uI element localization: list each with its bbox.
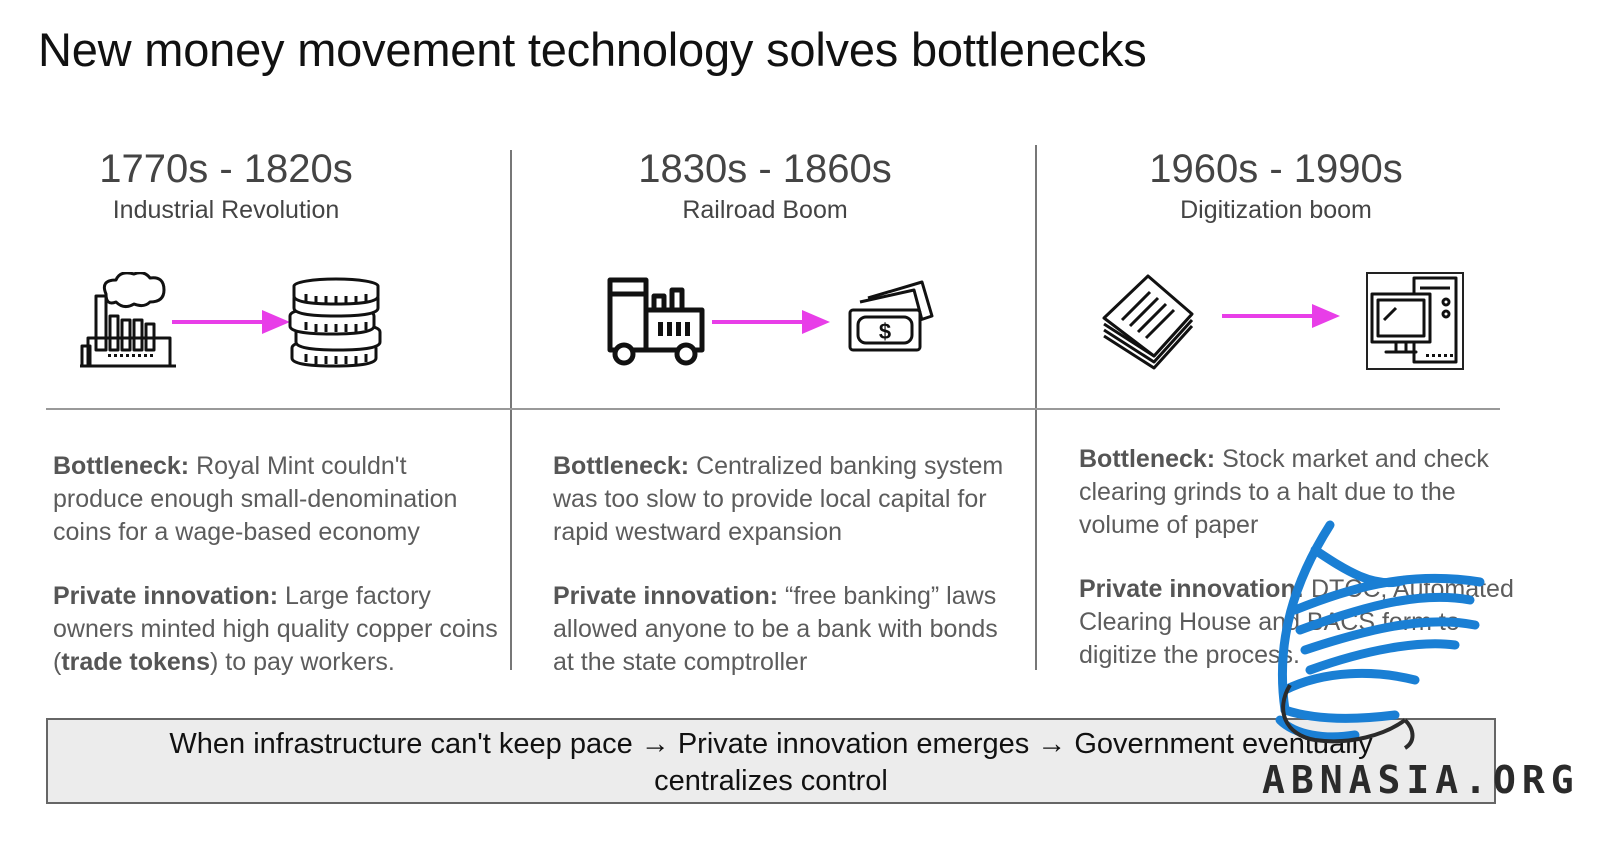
column-years: 1770s - 1820s [99,147,353,191]
section-divider [46,408,1500,410]
innovation-paragraph: Private innovation: DTCC, Automated Clea… [1079,573,1534,672]
innovation-paragraph: Private innovation: Large factory owners… [53,580,503,679]
arrow-icon [1222,304,1340,328]
column-3-text: Bottleneck: Stock market and check clear… [1079,443,1534,703]
watermark-text: ABNASIA.ORG [1262,758,1580,802]
innovation-bold-term: trade tokens [61,648,210,676]
summary-box: When infrastructure can't keep pace → Pr… [46,718,1496,804]
column-years: 1830s - 1860s [638,147,892,191]
bottleneck-paragraph: Bottleneck: Royal Mint couldn't produce … [53,450,503,549]
innovation-label: Private innovation: [553,582,779,610]
banknotes-icon: $ [848,280,934,352]
innovation-text-end: ) to pay workers. [210,648,395,676]
column-era: Railroad Boom [682,196,848,224]
innovation-paragraph: Private innovation: “free banking” laws … [553,580,1008,679]
column-divider [1035,145,1037,670]
column-era: Industrial Revolution [112,196,340,224]
column-1-text: Bottleneck: Royal Mint couldn't produce … [53,450,503,710]
summary-line-2: centralizes control [654,765,888,797]
coins-stack-icon [288,277,382,368]
innovation-label: Private innovation: [1079,575,1305,603]
column-header-3: 1960s - 1990s Digitization boom [1096,146,1456,226]
dollar-sign: $ [879,319,891,344]
bottleneck-label: Bottleneck: [1079,445,1216,473]
paper-stack-icon [1102,274,1194,370]
bottleneck-paragraph: Bottleneck: Stock market and check clear… [1079,443,1534,542]
arrow-icon [172,310,290,334]
bottleneck-text: Stock market and check clearing grinds t… [1079,445,1489,539]
column-header-1: 1770s - 1820s Industrial Revolution [46,146,406,226]
column-divider [510,150,512,670]
innovation-label: Private innovation: [53,582,279,610]
bottleneck-text: Centralized banking system was too slow … [553,452,1004,546]
column-years: 1960s - 1990s [1149,147,1403,191]
arrow-icon [712,310,830,334]
bottleneck-paragraph: Bottleneck: Centralized banking system w… [553,450,1008,549]
innovation-text: DTCC, Automated Clearing House and BACS … [1079,575,1514,669]
bird-logo-icon [1275,520,1485,750]
factory-icon [80,272,176,368]
bottleneck-label: Bottleneck: [553,452,690,480]
column-header-2: 1830s - 1860s Railroad Boom [585,146,945,226]
train-icon [607,277,705,366]
computer-icon [1366,272,1464,370]
page-title: New money movement technology solves bot… [38,23,1147,76]
column-2-text: Bottleneck: Centralized banking system w… [553,450,1008,710]
bottleneck-label: Bottleneck: [53,452,190,480]
innovation-text: “free banking” laws allowed anyone to be… [553,582,998,676]
summary-line-1: When infrastructure can't keep pace → Pr… [169,728,1373,760]
column-era: Digitization boom [1180,196,1372,224]
bottleneck-text: Royal Mint couldn't produce enough small… [53,452,458,546]
innovation-text: Large factory owners minted high quality… [53,582,498,676]
